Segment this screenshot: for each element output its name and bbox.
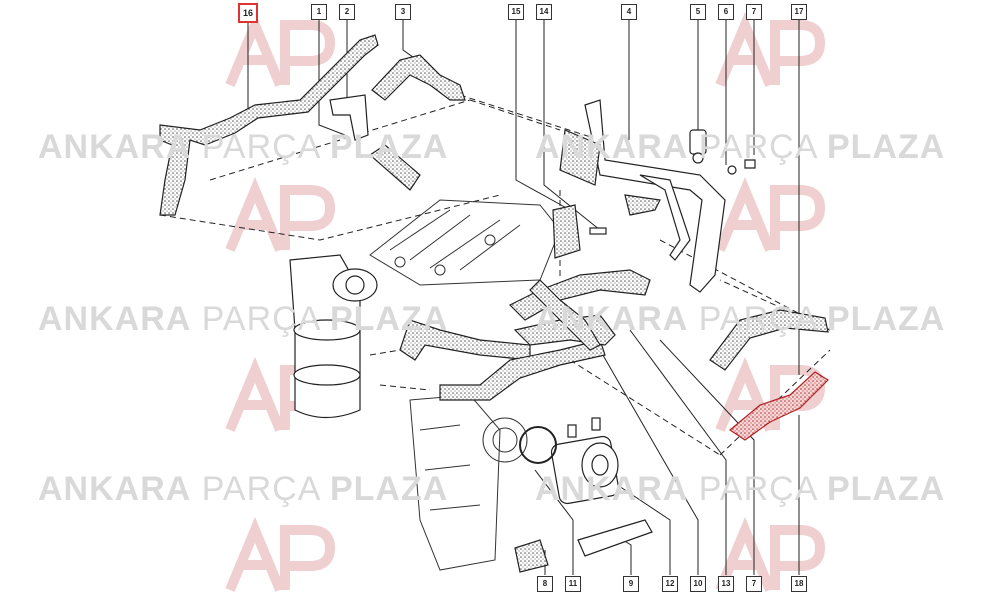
watermark-row: ANKARA PARÇA PLAZA [38,300,448,339]
callout-18: 18 [791,576,807,592]
callout-11: 11 [565,576,581,592]
callout-1: 1 [311,4,327,20]
callout-7-bottom: 7 [746,576,762,592]
watermark-logo [715,11,826,87]
watermark-row: ANKARA PARÇA PLAZA [535,300,945,339]
watermark-row: ANKARA PARÇA PLAZA [535,128,945,167]
watermark-word: PLAZA [329,300,449,338]
callout-12: 12 [662,576,678,592]
hose-18-highlighted [728,371,829,441]
watermark-row: ANKARA PARÇA PLAZA [535,470,945,509]
callout-5: 5 [690,4,706,20]
watermark-word: PARÇA [698,128,817,166]
callout-8: 8 [537,576,553,592]
assembly-lines [159,94,831,456]
watermark-word: PARÇA [201,128,320,166]
watermark-word: PLAZA [329,470,449,508]
watermark-word: PLAZA [329,128,449,166]
callout-6: 6 [718,4,734,20]
watermark-word: ANKARA [38,300,192,338]
watermark-word: PARÇA [698,300,817,338]
watermark-word: PLAZA [826,470,946,508]
watermark-word: ANKARA [38,470,192,508]
watermark-logo [225,177,336,252]
bracket [552,204,607,259]
callout-17: 17 [791,4,807,20]
watermark-logo [225,517,336,592]
watermark-logo [715,177,826,252]
callout-10: 10 [690,576,706,592]
watermark-word: PARÇA [698,470,817,508]
oil-filter [289,254,378,419]
callout-16: 16 [238,3,258,23]
callout-7-top: 7 [746,4,762,20]
callout-9: 9 [623,576,639,592]
watermark-word: ANKARA [535,128,689,166]
watermark-word: ANKARA [535,470,689,508]
watermark-logo [225,11,336,87]
watermark-word: ANKARA [38,128,192,166]
callout-13: 13 [718,576,734,592]
watermark-row: ANKARA PARÇA PLAZA [38,128,448,167]
watermark-word: PLAZA [826,300,946,338]
hoses [159,34,829,573]
callout-3: 3 [395,4,411,20]
watermark-word: PARÇA [201,470,320,508]
callout-2: 2 [339,4,355,20]
watermark-word: ANKARA [535,300,689,338]
watermark-word: PLAZA [826,128,946,166]
watermark-row: ANKARA PARÇA PLAZA [38,470,448,509]
callout-4: 4 [621,4,637,20]
callout-15: 15 [508,4,524,20]
callout-14: 14 [536,4,552,20]
watermark-word: PARÇA [201,300,320,338]
oil-cooler [519,417,620,505]
coolant-pipe-assembly [559,99,756,293]
